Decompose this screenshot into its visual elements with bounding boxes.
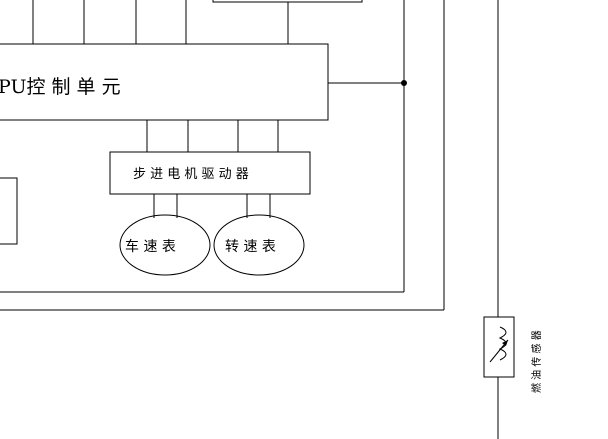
stepper-driver-box xyxy=(109,151,311,195)
junction-dot xyxy=(401,80,407,86)
left-partial-box xyxy=(0,177,18,245)
speedometer-label: 车 速 表 xyxy=(125,238,176,255)
fuel-sensor-box xyxy=(483,316,515,378)
cpu-unit-box xyxy=(0,43,329,121)
stepper-driver-label: 步 进 电 机 驱 动 器 xyxy=(133,167,249,182)
fuel-sensor-label: 燃 油 传 感 器 xyxy=(530,330,543,393)
tachometer-ellipse xyxy=(213,214,305,276)
tachometer-label: 转 速 表 xyxy=(225,239,276,255)
top-block-outline xyxy=(212,0,363,3)
cpu-unit-label: PU控 制 单 元 xyxy=(0,76,121,98)
sensor-arrow-icon xyxy=(502,340,508,346)
speedometer-ellipse xyxy=(119,214,211,276)
